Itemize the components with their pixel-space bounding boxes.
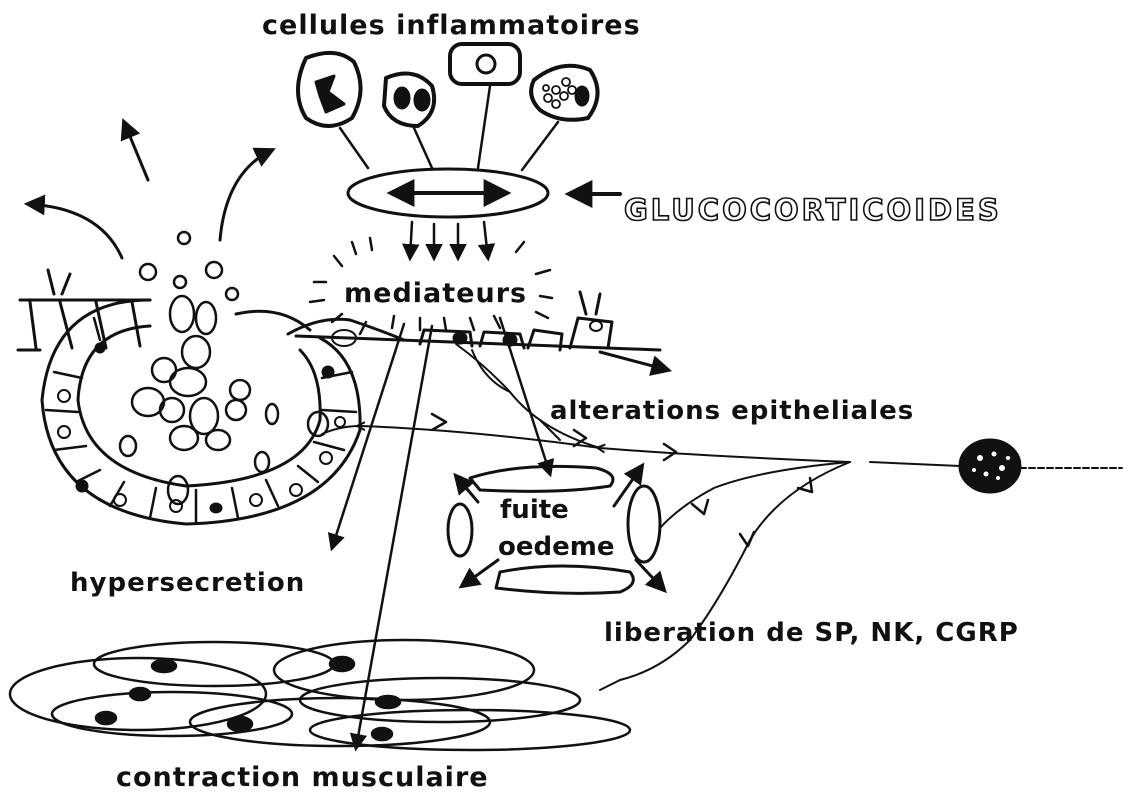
label-hypersecretion: hypersecretion [70,570,305,596]
surface-arrow [600,352,668,370]
secretion-arrow-right [220,150,272,240]
inflammatory-cell-4 [531,66,597,120]
label-leak: fuite [500,497,569,523]
arrow-to-vessel [500,318,550,474]
label-glucocorticoids: GLUCOCORTICOIDES [624,196,1002,225]
cell-link-3 [478,86,490,168]
cell-link-4 [522,122,558,170]
label-muscle-contraction: contraction musculaire [116,764,489,791]
label-epithelial-changes: alterations epitheliales [550,398,914,424]
label-edema: oedeme [498,534,614,560]
leak-arrows [456,466,664,590]
nerve-to-muscle [600,680,620,690]
epithelium [18,270,660,350]
secretion-arrow-left [28,204,122,258]
inflammatory-cell-1 [298,53,361,126]
inflammatory-cell-3 [450,44,520,84]
release-arrow-1 [410,222,412,258]
label-neuropeptide-release: liberation de SP, NK, CGRP [604,620,1019,646]
smooth-muscle [10,640,630,750]
secretion-arrow-up [124,122,148,180]
label-mediators: mediateurs [344,280,527,307]
cell-link-1 [340,128,368,168]
label-inflammatory-cells: cellules inflammatoires [262,12,641,39]
neuron-body [960,440,1020,492]
inflammatory-cell-2 [384,74,434,127]
gland [42,232,360,524]
cell-link-2 [414,128,432,168]
release-arrow-4 [484,222,488,258]
arrow-to-muscle [356,326,432,748]
